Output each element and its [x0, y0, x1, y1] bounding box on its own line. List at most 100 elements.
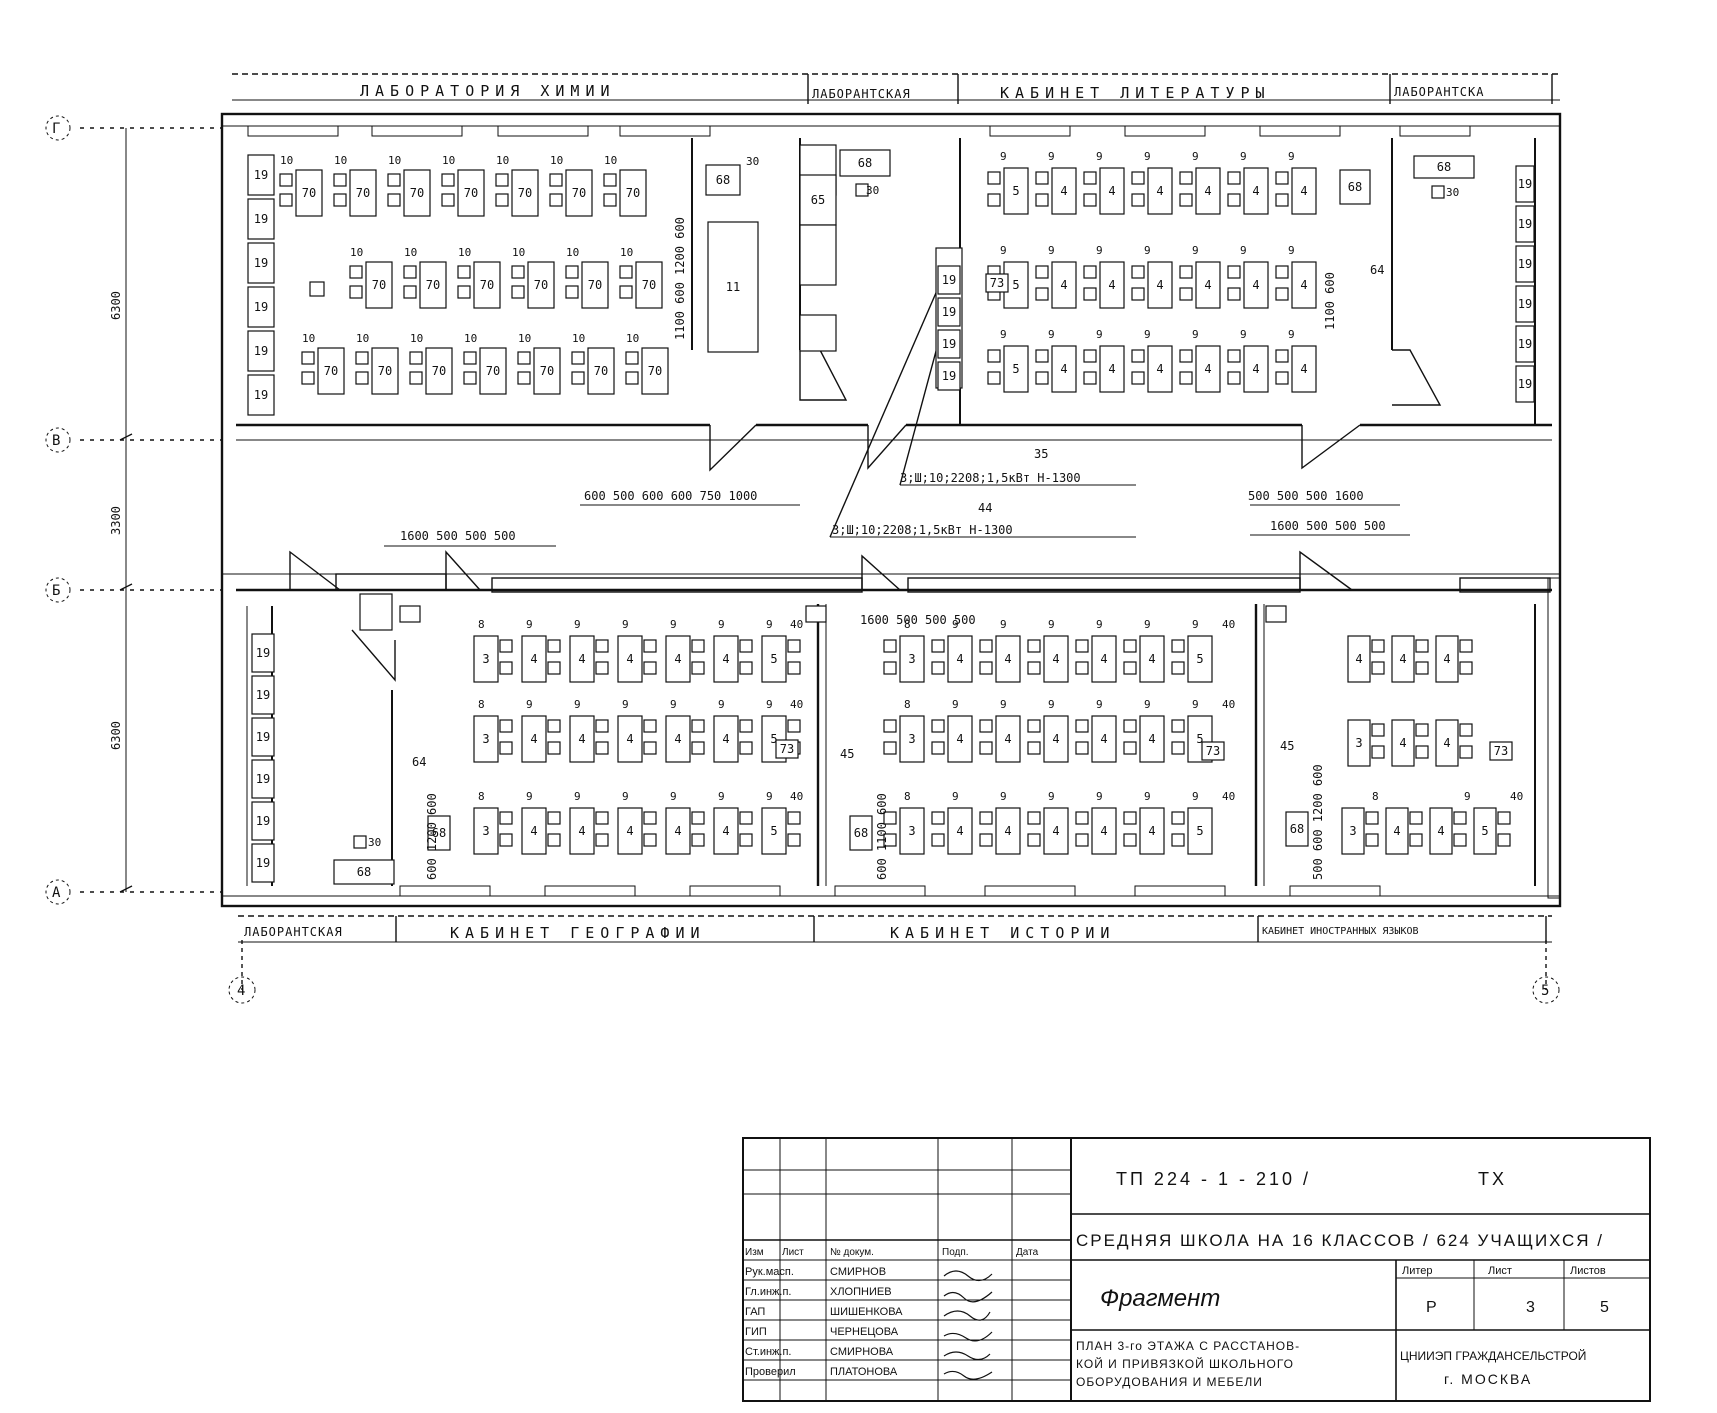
chair — [387, 193, 401, 207]
chair — [457, 285, 471, 299]
chair — [1171, 661, 1185, 675]
student-desk — [1243, 167, 1269, 215]
chair — [565, 265, 579, 279]
cabinet-65-label: 65 — [811, 193, 825, 207]
furniture-tag: 10 — [442, 154, 455, 167]
student-desk-label: 4 — [1156, 278, 1163, 292]
chair — [499, 661, 513, 675]
chair — [1083, 371, 1097, 385]
lab-table-label: 70 — [486, 364, 500, 378]
chair — [499, 719, 513, 733]
title-desc-2: КОЙ И ПРИВЯЗКОЙ ШКОЛЬНОГО — [1076, 1356, 1294, 1371]
lab-table-label: 70 — [648, 364, 662, 378]
furniture-tag: 9 — [1096, 244, 1103, 257]
chair — [1227, 171, 1241, 185]
furniture-tag: 8 — [904, 790, 911, 803]
chair — [511, 265, 525, 279]
chair — [603, 173, 617, 187]
student-desk — [947, 635, 973, 683]
student-desk — [1147, 261, 1173, 309]
student-desk-label: 4 — [626, 652, 633, 666]
lab-table-label: 70 — [534, 278, 548, 292]
student-desk-label: 4 — [1156, 184, 1163, 198]
lab-table-label: 70 — [464, 186, 478, 200]
wall-cabinet — [937, 297, 961, 327]
wall-cabinet-label: 19 — [256, 814, 270, 828]
furniture-tag: 9 — [526, 698, 533, 711]
student-desk-label: 4 — [1108, 278, 1115, 292]
chair — [787, 833, 801, 847]
student-desk — [569, 807, 595, 855]
student-desk-label: 4 — [1204, 184, 1211, 198]
wall-cabinet-label: 19 — [1518, 337, 1532, 351]
furniture-tag: 9 — [718, 698, 725, 711]
furniture-tag: 9 — [1048, 790, 1055, 803]
furniture-tag: 40 — [1222, 618, 1235, 631]
lab-table-label: 70 — [378, 364, 392, 378]
student-desk — [665, 635, 691, 683]
lab-table-label: 70 — [572, 186, 586, 200]
student-desk — [1243, 345, 1269, 393]
desk-68 — [839, 149, 891, 177]
chair — [511, 285, 525, 299]
furniture-tag: 9 — [1240, 150, 1247, 163]
student-desk — [899, 715, 925, 763]
student-desk-label: 3 — [1349, 824, 1356, 838]
student-desk — [995, 715, 1021, 763]
lab-table-label: 70 — [324, 364, 338, 378]
student-desk — [1099, 261, 1125, 309]
student-desk — [947, 807, 973, 855]
socket — [805, 605, 827, 623]
furniture-tag: 9 — [574, 790, 581, 803]
title-code: ТП 224 - 1 - 210 / — [1116, 1169, 1311, 1189]
cabinet — [799, 224, 837, 286]
chair — [549, 193, 563, 207]
chair — [1171, 719, 1185, 733]
lab-table — [457, 169, 485, 217]
furniture-tag: 9 — [1144, 328, 1151, 341]
student-desk — [1195, 167, 1221, 215]
chair — [1027, 811, 1041, 825]
wall-cabinet — [251, 843, 275, 883]
student-desk-label: 4 — [578, 824, 585, 838]
furniture-tag: 9 — [1288, 328, 1295, 341]
student-desk-label: 4 — [1108, 184, 1115, 198]
dim-lit-side: 1100 600 — [1323, 272, 1337, 330]
room-label-geography: КАБИНЕТ ГЕОГРАФИИ — [450, 924, 706, 942]
furniture-tag: 9 — [574, 698, 581, 711]
student-desk — [569, 715, 595, 763]
room-label-literature: КАБИНЕТ ЛИТЕРАТУРЫ — [1000, 84, 1271, 102]
furniture-tag: 9 — [526, 618, 533, 631]
chair — [1179, 371, 1193, 385]
student-desk — [995, 807, 1021, 855]
furniture-tag: 10 — [458, 246, 471, 259]
chair — [883, 661, 897, 675]
student-desk-label: 4 — [1204, 362, 1211, 376]
desk-68-label: 68 — [1437, 160, 1451, 174]
axis-marker-a: А — [52, 885, 61, 901]
student-desk — [761, 807, 787, 855]
dim-history-top: 1600 500 500 500 — [860, 613, 976, 627]
label-64-a: 64 — [412, 755, 426, 769]
lab-table — [365, 261, 393, 309]
title-sheet-hdr: Лист — [1488, 1265, 1512, 1277]
board-73-label: 73 — [1494, 744, 1508, 758]
furniture-tag: 9 — [1144, 618, 1151, 631]
wall-cabinet-label: 19 — [256, 730, 270, 744]
chair — [1415, 745, 1429, 759]
student-desk-label: 4 — [722, 824, 729, 838]
furniture-tag: 8 — [1372, 790, 1379, 803]
student-desk-label: 4 — [1004, 732, 1011, 746]
chair — [1275, 171, 1289, 185]
student-desk — [473, 807, 499, 855]
axis-marker-5: 5 — [1541, 983, 1549, 999]
teacher-desk — [849, 815, 873, 851]
student-desk — [1051, 261, 1077, 309]
chair — [355, 351, 369, 365]
col-hdr-list: Лист — [782, 1247, 804, 1258]
chair — [457, 265, 471, 279]
student-desk — [1003, 345, 1029, 393]
student-desk-label: 5 — [770, 824, 777, 838]
chair — [547, 811, 561, 825]
chair — [1497, 811, 1511, 825]
